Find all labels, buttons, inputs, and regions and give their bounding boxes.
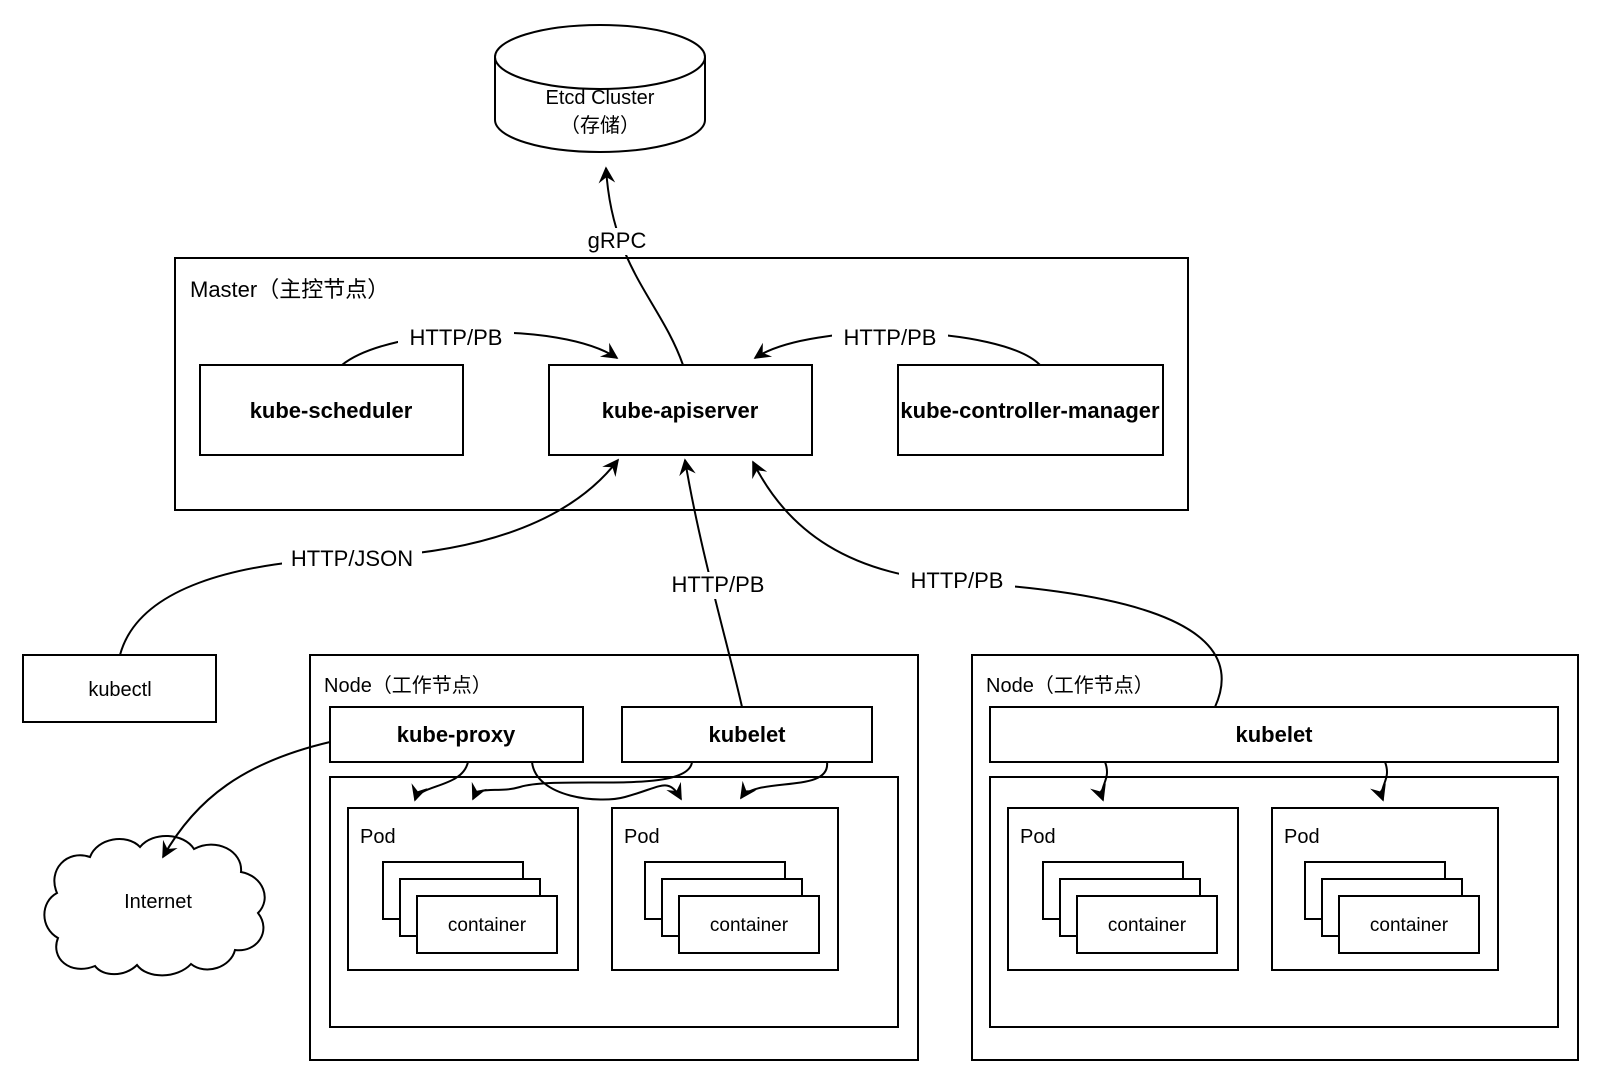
etcd-cylinder-top	[494, 24, 706, 90]
pod2-container-front	[678, 895, 820, 954]
http-json-label: HTTP/JSON	[291, 546, 413, 571]
http-pb-label-3: HTTP/PB	[672, 572, 765, 597]
kubectl-box	[22, 654, 217, 723]
pod4-container-label: container	[1370, 915, 1449, 936]
etcd-cylinder	[494, 24, 706, 153]
internet-cloud	[43, 834, 266, 977]
http-pb-label-4: HTTP/PB	[911, 568, 1004, 593]
pod1-label: Pod	[360, 826, 396, 848]
kubectl-label: kubectl	[88, 679, 151, 701]
kube-controller-manager-box	[897, 364, 1164, 456]
pod3-container-front	[1076, 895, 1218, 954]
http-pb-4-bg	[899, 568, 1015, 595]
pod3-label: Pod	[1020, 826, 1056, 848]
etcd-subtitle: （存储）	[560, 114, 640, 137]
kube-proxy-to-pod1-arrow	[411, 761, 469, 802]
http-pb-label-2: HTTP/PB	[844, 325, 937, 350]
kube-proxy-label: kube-proxy	[397, 722, 516, 747]
node1-title: Node（工作节点）	[324, 674, 492, 697]
http-pb-3-bg	[660, 572, 776, 599]
kube-proxy-to-pod2-arrow	[531, 761, 682, 801]
pod4-label: Pod	[1284, 826, 1320, 848]
kubelet1-label: kubelet	[708, 722, 786, 747]
grpc-label: gRPC	[588, 228, 647, 253]
kube-apiserver-box	[548, 364, 813, 456]
master-title: Master（主控节点）	[190, 277, 389, 302]
kubelet1-box	[621, 706, 873, 763]
kubelet2-label: kubelet	[1235, 722, 1313, 747]
pod2-container-label: container	[710, 915, 789, 936]
kubelet1-to-pod2-arrow	[740, 761, 829, 800]
pod2-label: Pod	[624, 826, 660, 848]
kube-proxy-to-internet-arrow	[162, 741, 331, 859]
http-pb-label-1: HTTP/PB	[410, 325, 503, 350]
kube-apiserver-label: kube-apiserver	[602, 398, 759, 423]
kubelet1-to-pod1-arrow	[471, 761, 693, 801]
http-json-bg	[282, 546, 422, 573]
pod1-container-front	[416, 895, 558, 954]
internet-label: Internet	[124, 891, 192, 913]
http-pb-2-bg	[832, 325, 948, 352]
kube-proxy-box	[329, 706, 584, 763]
node2-title: Node（工作节点）	[986, 674, 1154, 697]
grpc-label-bg	[586, 228, 648, 255]
kubelet2-to-pod3-arrow	[1090, 761, 1108, 802]
pod3-container-label: container	[1108, 915, 1187, 936]
pod1-container-label: container	[448, 915, 527, 936]
kube-scheduler-box	[199, 364, 464, 456]
kube-scheduler-label: kube-scheduler	[250, 398, 413, 423]
apiserver-to-etcd-arrow	[598, 166, 684, 366]
kube-controller-manager-label: kube-controller-manager	[900, 398, 1160, 423]
http-pb-1-bg	[398, 325, 514, 352]
etcd-title: Etcd Cluster	[546, 87, 655, 109]
pod4-container-front	[1338, 895, 1480, 954]
kubelet2-box	[989, 706, 1559, 763]
kubelet2-to-pod4-arrow	[1370, 761, 1388, 802]
